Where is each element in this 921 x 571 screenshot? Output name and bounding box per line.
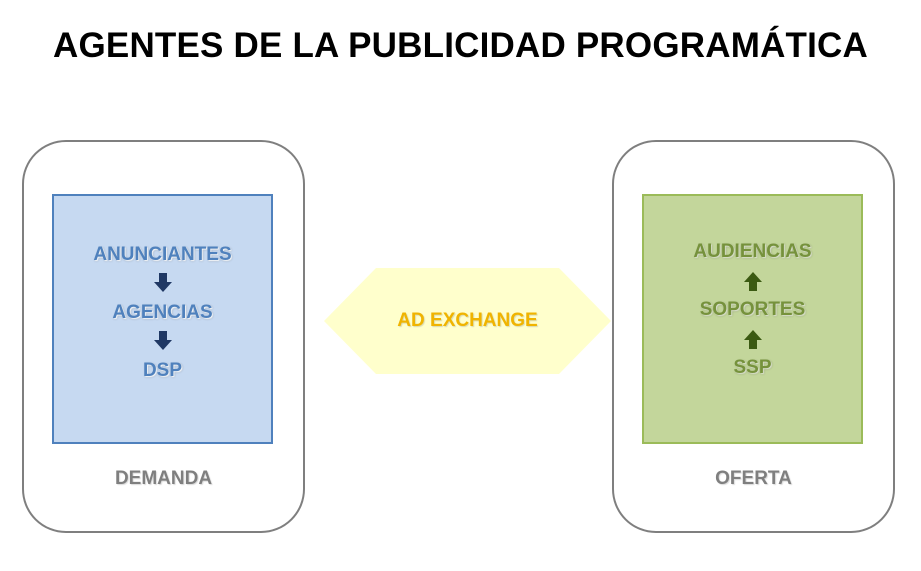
ad-exchange-label: AD EXCHANGE — [397, 310, 538, 331]
demand-item-dsp: DSP — [142, 360, 183, 381]
supply-item-ssp: SSP — [733, 357, 772, 378]
supply-panel: AUDIENCIAS SOPORTES SSP OFERTA — [612, 140, 895, 533]
demand-panel: ANUNCIANTES AGENCIAS DSP DEMANDA — [22, 140, 305, 533]
supply-box: AUDIENCIAS SOPORTES SSP — [642, 194, 863, 444]
arrow-down-icon — [153, 331, 172, 350]
demand-box: ANUNCIANTES AGENCIAS DSP — [52, 194, 273, 444]
arrow-up-icon — [743, 330, 762, 349]
diagram-title: AGENTES DE LA PUBLICIDAD PROGRAMÁTICA — [53, 26, 868, 65]
arrow-up-icon — [743, 272, 762, 291]
demand-footer-label: DEMANDA — [114, 468, 213, 489]
demand-item-agencies: AGENCIAS — [112, 302, 213, 323]
ad-exchange: AD EXCHANGE — [324, 268, 611, 374]
supply-item-audiences: AUDIENCIAS — [693, 241, 812, 262]
supply-item-media: SOPORTES — [699, 299, 806, 320]
hexagon-shape — [324, 268, 611, 374]
supply-footer-label: OFERTA — [715, 468, 792, 489]
demand-item-advertisers: ANUNCIANTES — [93, 244, 232, 265]
arrow-down-icon — [153, 273, 172, 292]
